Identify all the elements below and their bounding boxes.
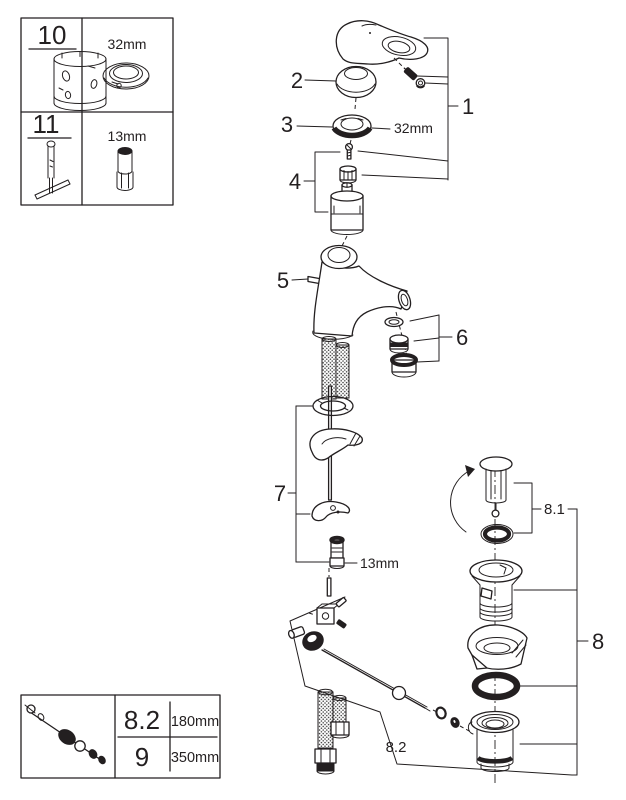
handle-screw-nut-drawing <box>415 78 426 89</box>
cartridge-screw-drawing <box>344 142 354 160</box>
part-7-mounting-set: 7 13mm <box>274 385 399 597</box>
callout-1-bracket <box>357 37 459 181</box>
cartridge-drawing <box>330 182 364 235</box>
parts-table-id-8-2: 8.2 <box>124 705 160 735</box>
part-6-aerator: 6 <box>384 311 468 378</box>
mounting-bracket-drawing <box>309 428 363 461</box>
hose-nut-left <box>314 748 337 775</box>
part-8-drain-set: 8 <box>467 508 604 776</box>
part-1-handle-assembly: 1 <box>335 20 474 181</box>
kit-rod-drawing <box>321 648 431 712</box>
callout-7: 7 <box>274 481 286 506</box>
parts-table-length-9: 350mm <box>171 750 219 766</box>
plug-oring-drawing <box>480 524 514 544</box>
callout-8: 8 <box>592 629 604 654</box>
callout-8-1-bracket <box>513 482 578 534</box>
ring-nut-size-label: 32mm <box>394 120 433 136</box>
stud-size-label: 13mm <box>360 555 399 571</box>
callout-1: 1 <box>462 94 474 119</box>
supply-hoses-upper-drawing <box>321 336 350 400</box>
body-silhouette <box>313 261 408 337</box>
callout-4: 4 <box>289 169 301 194</box>
parts-table: 8.2 180mm 9 350mm <box>20 694 221 779</box>
kit-washer-drawing <box>450 717 460 728</box>
cartridge-cap-drawing <box>339 165 357 184</box>
kit-oring-drawing <box>435 706 447 720</box>
hose-nut-right <box>330 721 350 739</box>
tool-11-key-drawing <box>34 140 71 200</box>
callout-6-bracket <box>409 314 453 363</box>
callout-7-bracket <box>287 405 330 563</box>
part-2-dome-ring: 2 <box>291 65 377 110</box>
aerator-washer-drawing <box>384 316 404 328</box>
pop-up-plug-drawing <box>479 456 513 518</box>
callout-8-1: 8.1 <box>544 501 565 518</box>
tool-11-size-label: 13mm <box>108 128 147 144</box>
callout-8-2: 8.2 <box>386 739 407 756</box>
socket-adapter-13mm-drawing <box>116 147 134 191</box>
part-3-ring-nut: 3 32mm <box>281 112 433 149</box>
joint-block-drawing <box>308 597 347 629</box>
tool-10-size-label: 32mm <box>108 36 147 52</box>
tool-table: 10 32mm 11 <box>20 17 174 206</box>
aerator-insert-drawing <box>389 334 409 354</box>
callout-5: 5 <box>277 268 289 293</box>
callout-3: 3 <box>281 112 293 137</box>
kit-knob-drawing <box>302 631 324 651</box>
callout-4-bracket <box>314 151 341 213</box>
drain-flange-drawing <box>469 559 523 622</box>
parts-table-length-8-2: 180mm <box>171 714 219 730</box>
callout-6: 6 <box>456 325 468 350</box>
supply-hoses-lower-drawing <box>314 688 350 775</box>
part-4-cartridge-group: 4 <box>289 142 364 247</box>
parts-table-id-9: 9 <box>135 742 149 772</box>
drain-oring-drawing <box>471 671 521 701</box>
part-5-faucet-body: 5 <box>277 244 412 400</box>
threaded-stud-drawing <box>329 535 345 569</box>
drain-wedge-drawing <box>467 624 528 670</box>
rod-kit-thumbnail-drawing <box>24 704 106 765</box>
link-pin-drawing <box>326 577 332 597</box>
tool-10-number: 10 <box>38 20 67 50</box>
waste-body-drawing <box>467 710 520 772</box>
aerator-sleeve-drawing <box>390 353 418 378</box>
ring-spanner-32mm-drawing <box>102 62 150 90</box>
lever-handle-drawing <box>335 20 429 65</box>
handle-screw-drawing <box>403 67 418 81</box>
part-8-1-plug-set: 8.1 <box>450 456 578 544</box>
clamp-half-drawing <box>311 500 351 522</box>
callout-2: 2 <box>291 68 303 93</box>
tool-11-number: 11 <box>33 109 60 139</box>
kit-plug-drawing <box>287 626 306 639</box>
handle-screw-axis-dashed-line <box>393 57 406 70</box>
cartridge-seat-opening <box>320 244 358 270</box>
tool-10-cartridge-socket-drawing <box>53 51 107 111</box>
rotation-arrow <box>450 470 470 533</box>
callout-8-bracket <box>571 508 589 776</box>
